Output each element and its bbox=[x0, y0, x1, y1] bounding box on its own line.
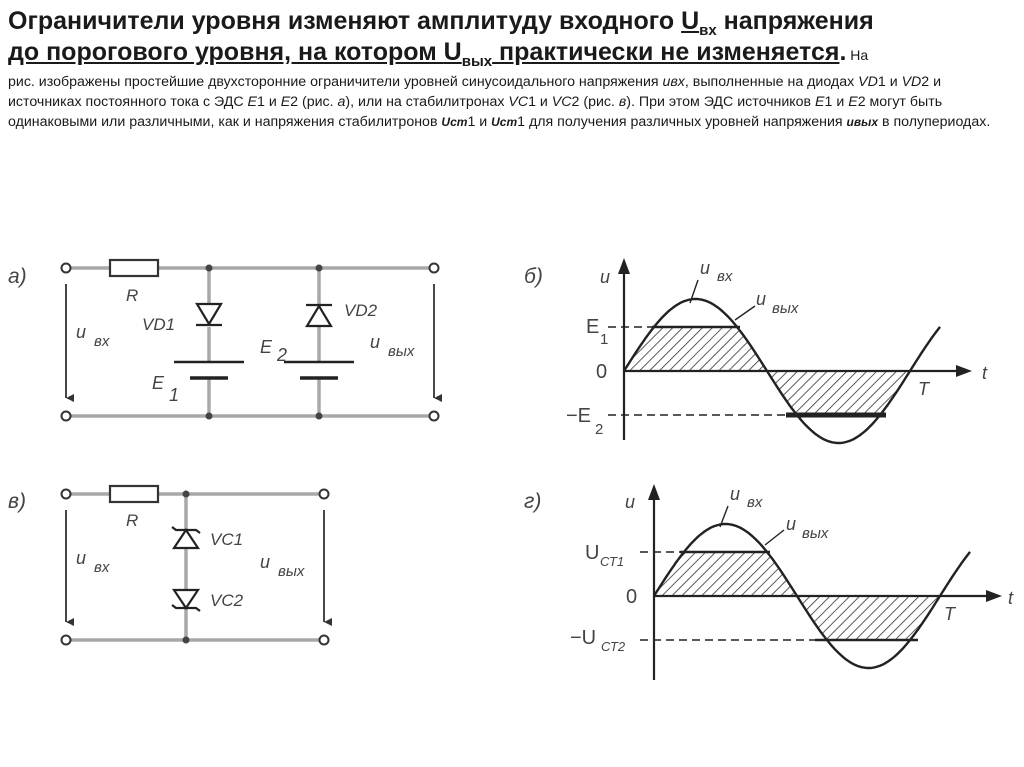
diode-vd1 bbox=[195, 302, 223, 327]
label-uvyh-b: u bbox=[756, 289, 766, 309]
label-uvyh-g: u bbox=[786, 514, 796, 534]
label-ust1: U bbox=[585, 542, 599, 564]
label-vd2: VD2 bbox=[344, 301, 378, 320]
heading-text: до порогового уровня, на котором bbox=[8, 38, 444, 66]
label-t-axis-b: t bbox=[982, 363, 988, 383]
input-terminal-top bbox=[60, 262, 72, 274]
panel-label-g: г) bbox=[524, 490, 541, 513]
label-u-in-sub-a: вх bbox=[94, 333, 110, 350]
diode-vd2 bbox=[305, 303, 333, 328]
heading-text: напряжения bbox=[716, 7, 874, 35]
label-vd1: VD1 bbox=[142, 315, 175, 334]
heading-text: Ограничители уровня изменяют амплитуду в… bbox=[8, 7, 682, 35]
body-paragraph: рис. изображены простейшие двухсторонние… bbox=[8, 74, 991, 130]
label-e2-num: 2 bbox=[276, 345, 287, 365]
label-u-axis-b: u bbox=[600, 267, 610, 287]
svg-text:2: 2 bbox=[595, 421, 603, 438]
label-vc2: VC2 bbox=[210, 591, 244, 610]
heading-text: . bbox=[839, 38, 847, 66]
u-symbol: U bbox=[443, 38, 462, 66]
svg-text:вх: вх bbox=[94, 559, 110, 576]
panel-label-v: в) bbox=[8, 490, 26, 513]
resistor-r-v bbox=[108, 484, 160, 504]
label-period-g: T bbox=[944, 604, 957, 624]
heading-tail: На bbox=[846, 47, 869, 63]
graph-b: б) u t T 0 E 1 −E 2 u вх u вых bbox=[524, 258, 988, 445]
label-vc1: VC1 bbox=[210, 530, 243, 549]
zener-vc2 bbox=[171, 588, 201, 612]
output-terminal-bottom bbox=[428, 410, 440, 422]
label-e1-num: 1 bbox=[169, 385, 179, 405]
resistor-r bbox=[108, 258, 160, 278]
label-u-axis-g: u bbox=[625, 492, 635, 512]
label-e1-level: E bbox=[586, 316, 599, 338]
u-symbol: U bbox=[681, 7, 700, 35]
label-e2-level: −E bbox=[566, 405, 591, 427]
svg-text:СТ2: СТ2 bbox=[601, 639, 626, 654]
label-zero-b: 0 bbox=[596, 361, 607, 383]
u-subscript: вых bbox=[461, 53, 493, 70]
label-u-out-a: u bbox=[370, 332, 380, 352]
svg-text:вых: вых bbox=[772, 300, 799, 317]
label-period-b: T bbox=[918, 379, 931, 399]
label-r-a: R bbox=[126, 286, 138, 305]
panel-label-a: а) bbox=[8, 265, 27, 288]
graph-g: г) u t T 0 U СТ1 −U СТ2 u вх u вых bbox=[524, 484, 1014, 680]
circuit-a: а) bbox=[8, 258, 442, 422]
svg-text:вых: вых bbox=[802, 525, 829, 542]
circuit-v: в) R VC1 VC2 u вх u bbox=[8, 484, 332, 646]
label-r-v: R bbox=[126, 511, 138, 530]
svg-text:вх: вх bbox=[717, 268, 733, 285]
text-block: Ограничители уровня изменяют амплитуду в… bbox=[8, 6, 1016, 132]
label-u-out-v: u bbox=[260, 552, 270, 572]
label-t-axis-g: t bbox=[1008, 588, 1014, 608]
zener-vc1 bbox=[171, 526, 201, 550]
u-subscript: вх bbox=[699, 22, 717, 39]
label-uvx-b: u bbox=[700, 258, 710, 278]
panel-label-b: б) bbox=[524, 265, 543, 288]
label-zero-g: 0 bbox=[626, 586, 637, 608]
svg-text:СТ1: СТ1 bbox=[600, 554, 624, 569]
svg-text:1: 1 bbox=[600, 331, 608, 348]
output-terminal-top bbox=[428, 262, 440, 274]
sine-g bbox=[652, 522, 971, 670]
label-u-in-a: u bbox=[76, 322, 86, 342]
sine-b bbox=[622, 297, 941, 445]
label-u-in-v: u bbox=[76, 548, 86, 568]
label-e2: E bbox=[260, 337, 273, 357]
svg-text:вых: вых bbox=[278, 563, 305, 580]
heading-line-1: Ограничители уровня изменяют амплитуду в… bbox=[8, 6, 1016, 39]
heading-line-2: до порогового уровня, на котором Uвых пр… bbox=[8, 37, 1016, 71]
battery-e1 bbox=[174, 360, 244, 380]
label-u-out-sub-a: вых bbox=[388, 343, 415, 360]
battery-e2 bbox=[284, 360, 354, 380]
heading-text: практически не изменяется bbox=[492, 38, 840, 66]
svg-text:вх: вх bbox=[747, 494, 763, 511]
label-uvx-g: u bbox=[730, 484, 740, 504]
label-ust2: −U bbox=[570, 627, 596, 649]
input-terminal-bottom bbox=[60, 410, 72, 422]
label-e1: E bbox=[152, 373, 165, 393]
